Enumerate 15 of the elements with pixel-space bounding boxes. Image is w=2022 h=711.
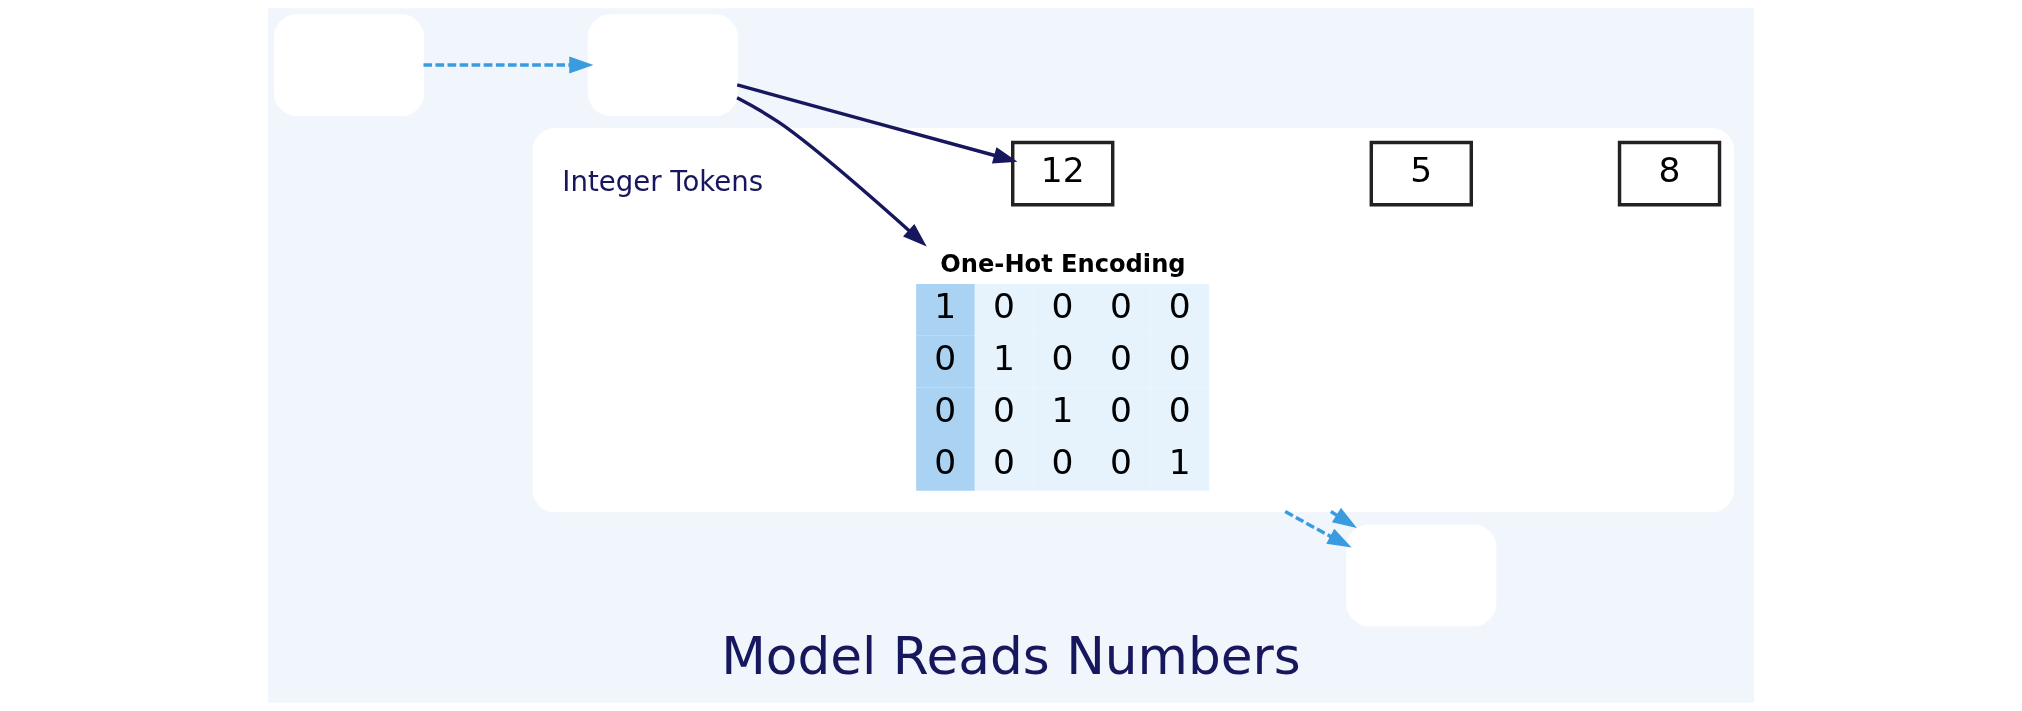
- node-label: One-Hot Encoding: [940, 250, 1186, 279]
- node-box: 12: [1011, 140, 1115, 207]
- node-box: [274, 14, 424, 116]
- label: Integer Tokens: [562, 164, 764, 198]
- arrow: [1284, 510, 1352, 548]
- diagram-title: Model Reads Numbers: [721, 625, 1301, 686]
- node-box: [1346, 524, 1497, 627]
- arrow: [736, 83, 1018, 164]
- arrow: [1329, 507, 1357, 528]
- node-box: [587, 14, 738, 116]
- node-box: 8: [1617, 140, 1722, 207]
- node-box: 5: [1369, 140, 1473, 207]
- arrow: [423, 56, 594, 74]
- cluster: [532, 127, 1735, 513]
- arrow: [736, 96, 927, 247]
